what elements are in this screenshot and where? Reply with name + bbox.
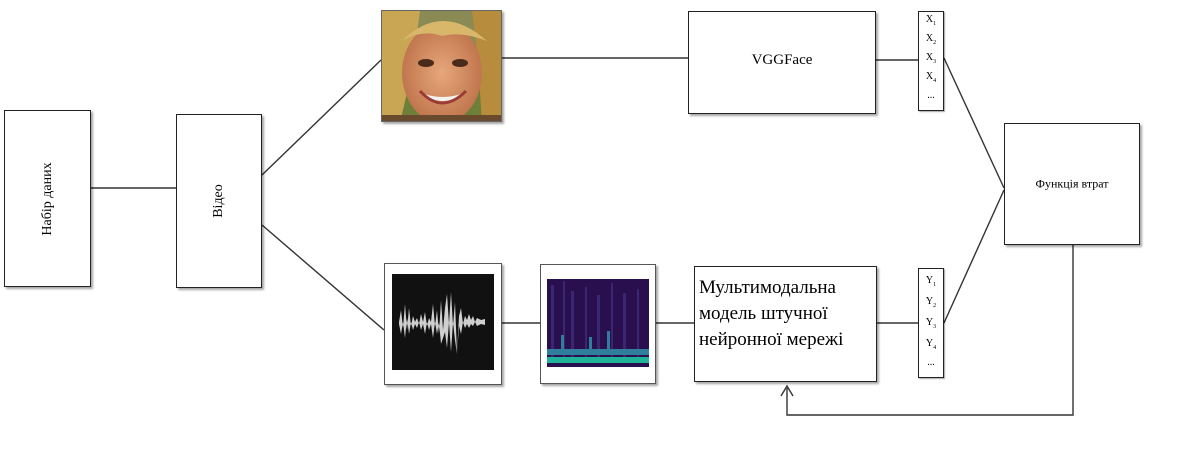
dataset-label: Набір даних [39,161,55,236]
y-item-3: Y3 [925,317,937,330]
vggface-label: VGGFace [751,52,813,68]
x-item-more: ... [927,90,935,101]
multimodal-model-line-1: Мультимодальна [699,277,836,298]
face-image [381,10,502,122]
edge-loss-model-feedback [786,245,1074,416]
x-feature-vector: X1 X2 X3 X4 ... [918,11,944,111]
spectrogram-drawing [547,279,649,367]
x-item-2: X2 [925,33,937,46]
multimodal-model-line-3: нейронної мережі [699,329,844,350]
edge-yvec-loss [943,189,1005,324]
multimodal-model-box: Мультимодальна модель штучної нейронної … [694,266,877,382]
dataset-box: Набір даних [4,110,91,287]
x-item-1: X1 [925,14,937,27]
multimodal-model-line-2: модель штучної [699,303,828,324]
video-label: Відео [211,184,226,218]
spectrogram-image [540,264,656,384]
y-item-1: Y1 [925,275,937,288]
x-item-3: X3 [925,52,937,65]
loss-function-label: Функція втрат [1035,176,1109,191]
y-item-2: Y2 [925,296,937,309]
multimodal-model-label: Мультимодальна модель штучної нейронної … [699,275,843,353]
face-photo-drawing [382,11,501,121]
edge-video-waveform [261,224,385,331]
y-item-more: ... [927,357,935,368]
waveform-image [384,263,502,385]
waveform-drawing [392,274,494,370]
feedback-arrowhead [780,384,794,397]
edge-xvec-loss [943,57,1005,189]
y-item-4: Y4 [925,338,937,351]
y-feature-vector: Y1 Y2 Y3 Y4 ... [918,268,944,378]
video-box: Відео [176,114,262,288]
vggface-box: VGGFace [688,11,876,114]
x-item-4: X4 [925,71,937,84]
edge-video-face [261,59,382,176]
loss-function-box: Функція втрат [1004,123,1140,245]
